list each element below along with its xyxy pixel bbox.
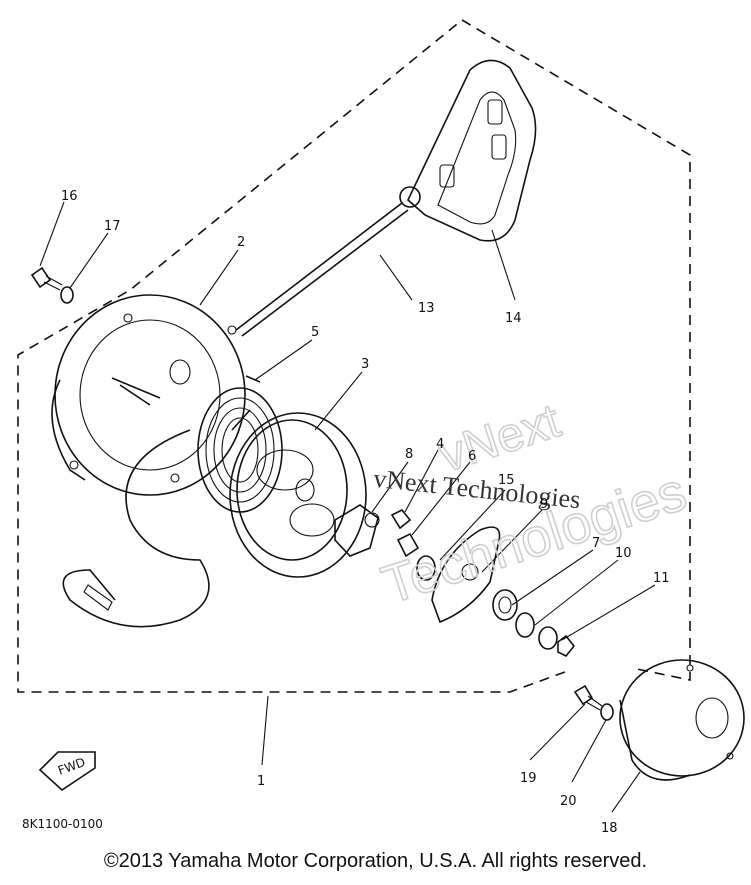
callout-14: 14: [505, 311, 522, 326]
callout-2: 2: [237, 235, 245, 250]
sheave-drum: [229, 409, 367, 578]
callout-5: 5: [311, 325, 319, 340]
callout-19: 19: [520, 771, 537, 786]
callout-3: 3: [361, 357, 369, 372]
callout-7: 7: [592, 536, 600, 551]
rope-loop: [62, 429, 210, 628]
fwd-label: FWD: [56, 755, 87, 778]
callout-9: 9: [540, 497, 548, 512]
starter-pulley: [619, 659, 745, 781]
bolt-19: [573, 684, 614, 721]
callout-6: 6: [468, 449, 476, 464]
bolt-16: [30, 266, 74, 304]
callout-18: 18: [601, 821, 618, 836]
parts-diagram: FWD vNext Technologies vNext Technologie…: [17, 19, 745, 836]
callout-16: 16: [61, 189, 78, 204]
starter-rope: [235, 202, 409, 337]
pawl-assembly: [334, 504, 436, 581]
diagram-code: 8K1100-0100: [22, 817, 103, 831]
watermark: vNext Technologies vNext Technologies: [372, 394, 694, 617]
assembly-boundary: [17, 19, 691, 693]
fwd-arrow-icon: FWD: [38, 751, 96, 792]
callouts: 16 17 2 5 3 13 14 8 4 6 15 9 7 10 11 1 1…: [61, 189, 670, 836]
callout-8: 8: [405, 447, 413, 462]
watermark-line1: vNext: [433, 394, 566, 482]
copyright-notice: ©2013 Yamaha Motor Corporation, U.S.A. A…: [103, 850, 648, 872]
callout-20: 20: [560, 794, 577, 809]
leader-lines: [39, 201, 656, 813]
spiral-spring: [197, 375, 283, 513]
callout-15: 15: [498, 473, 515, 488]
callout-13: 13: [418, 301, 435, 316]
callout-4: 4: [436, 437, 444, 452]
callout-17: 17: [104, 219, 121, 234]
callout-10: 10: [615, 546, 632, 561]
callout-11: 11: [653, 571, 670, 586]
callout-1: 1: [257, 774, 265, 789]
drive-plate: [431, 526, 501, 624]
handle-grip: [399, 59, 537, 242]
washers-and-nut: [492, 589, 576, 658]
